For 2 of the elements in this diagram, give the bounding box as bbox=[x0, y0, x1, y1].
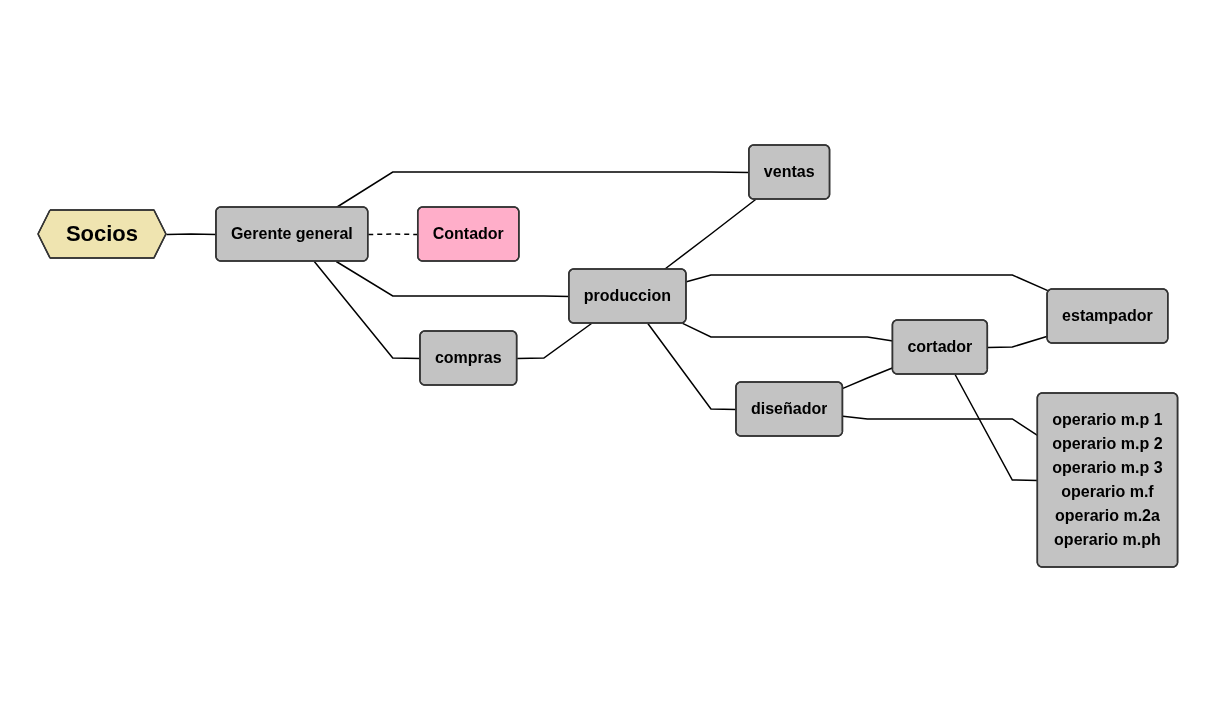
connector bbox=[663, 198, 757, 270]
connector bbox=[516, 322, 593, 359]
